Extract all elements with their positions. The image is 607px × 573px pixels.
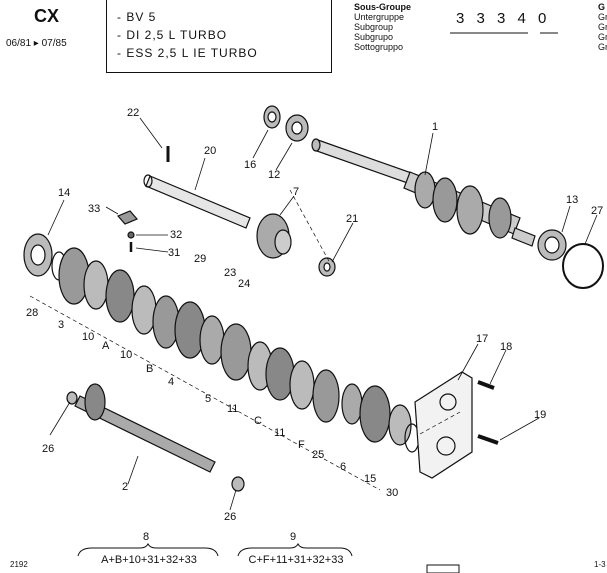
gear-4-drawing: [199, 315, 225, 365]
callout-2: 2: [122, 481, 128, 493]
part-33-drawing: [116, 210, 139, 225]
callout-24: 24: [238, 278, 250, 290]
group-labels: G Gr Gr Gr Gr: [598, 2, 607, 52]
callout-f: F: [298, 439, 305, 451]
callout-11a: 11: [227, 403, 238, 415]
gear-6-drawing: [359, 385, 391, 443]
group-8-formula: A+B+10+31+32+33: [101, 554, 197, 566]
group-label: Gr: [598, 42, 607, 52]
date-range: 06/81 ▸ 07/85: [6, 38, 67, 49]
bearing-26b-drawing: [231, 476, 245, 492]
model-name: CX: [34, 6, 60, 26]
callout-27: 27: [591, 205, 603, 217]
callout-22: 22: [127, 107, 139, 119]
callout-11b: 11: [274, 427, 285, 439]
callout-26a: 26: [42, 443, 54, 455]
leader-lines: [47, 117, 598, 511]
part-32-drawing: [127, 231, 135, 239]
gear-25-drawing: [341, 383, 363, 425]
bearing-15-drawing: [388, 404, 412, 446]
callout-23: 23: [224, 267, 236, 279]
group-9-formula: C+F+11+31+32+33: [248, 554, 344, 566]
assembly-axes: [29, 189, 461, 491]
callout-21: 21: [346, 213, 358, 225]
engine-variants-box: - BV 5 - DI 2,5 L TURBO - ESS 2,5 L IE T…: [106, 0, 332, 73]
group-label: Gr: [598, 12, 607, 22]
callout-8: 8: [143, 531, 149, 543]
variant-line: - DI 2,5 L TURBO: [117, 28, 228, 42]
callout-25: 25: [312, 449, 324, 461]
gear-5-drawing: [220, 323, 252, 381]
synchro-c-drawing: [265, 347, 295, 401]
subgroup-label: Sottogruppo: [354, 42, 404, 52]
callout-3: 3: [58, 319, 64, 331]
variant-line: - BV 5: [117, 10, 157, 24]
callout-1: 1: [432, 121, 438, 133]
callout-14: 14: [58, 187, 70, 199]
variant-line: - ESS 2,5 L IE TURBO: [117, 46, 258, 60]
callout-19: 19: [534, 409, 546, 421]
gear-10a-drawing: [83, 260, 109, 310]
subgroup-label: Subgrupo: [354, 32, 394, 42]
callout-a: A: [102, 340, 110, 352]
code-underline: [450, 32, 558, 34]
bearing-26a-drawing: [66, 391, 78, 405]
subgroup-label: Untergruppe: [354, 12, 405, 22]
subgroup-labels: Sous-Groupe Untergruppe Subgroup Subgrup…: [354, 2, 411, 52]
group-label: Gr: [598, 32, 607, 42]
gear-10b-drawing: [131, 285, 157, 335]
callout-4: 4: [168, 376, 174, 388]
callout-7: 7: [293, 186, 299, 198]
main-shaft-drawing: [311, 138, 536, 247]
callout-31: 31: [168, 247, 180, 259]
callout-20: 20: [204, 145, 216, 157]
subgroup-label: Sous-Groupe: [354, 2, 412, 12]
bolt-19-drawing: [477, 434, 499, 445]
callout-5: 5: [205, 393, 211, 405]
callout-30: 30: [386, 487, 398, 499]
callout-17: 17: [476, 333, 488, 345]
group-label: Gr: [598, 22, 607, 32]
callout-labels: 1 2 3 4 5 6 7 8 9 10 10 11 11 12 13 14 1…: [26, 107, 603, 543]
shift-rod-20-drawing: [145, 175, 251, 229]
callout-10b: 10: [120, 349, 132, 361]
callout-28: 28: [26, 307, 38, 319]
page-reference: 2192: [10, 560, 28, 569]
callout-6: 6: [340, 461, 346, 473]
page-number: 1-3: [594, 560, 606, 569]
bolt-18-drawing: [477, 380, 495, 390]
callout-18: 18: [500, 341, 512, 353]
subgroup-label: Subgroup: [354, 22, 394, 32]
callout-16: 16: [244, 159, 256, 171]
callout-13: 13: [566, 194, 578, 206]
callout-15: 15: [364, 473, 376, 485]
subgroup-code: 3 3 3 4 0: [456, 10, 551, 27]
callout-b: B: [146, 363, 153, 375]
pinion-shaft-2-drawing: [74, 395, 216, 473]
callout-12: 12: [268, 169, 280, 181]
plate-17-drawing: [414, 371, 473, 479]
callout-9: 9: [290, 531, 296, 543]
callout-c: C: [254, 415, 262, 427]
synchro-a-drawing: [105, 269, 135, 323]
group-label: G: [598, 2, 606, 12]
group-braces: [77, 542, 353, 557]
callout-29: 29: [194, 253, 206, 265]
callout-32: 32: [170, 229, 182, 241]
callout-10a: 10: [82, 331, 94, 343]
circlip-27-drawing: [562, 243, 604, 289]
synchro-f-drawing: [312, 369, 340, 423]
callout-26b: 26: [224, 511, 236, 523]
gear-11b-drawing: [289, 360, 315, 410]
box-marker: [426, 564, 460, 573]
callout-33: 33: [88, 203, 100, 215]
